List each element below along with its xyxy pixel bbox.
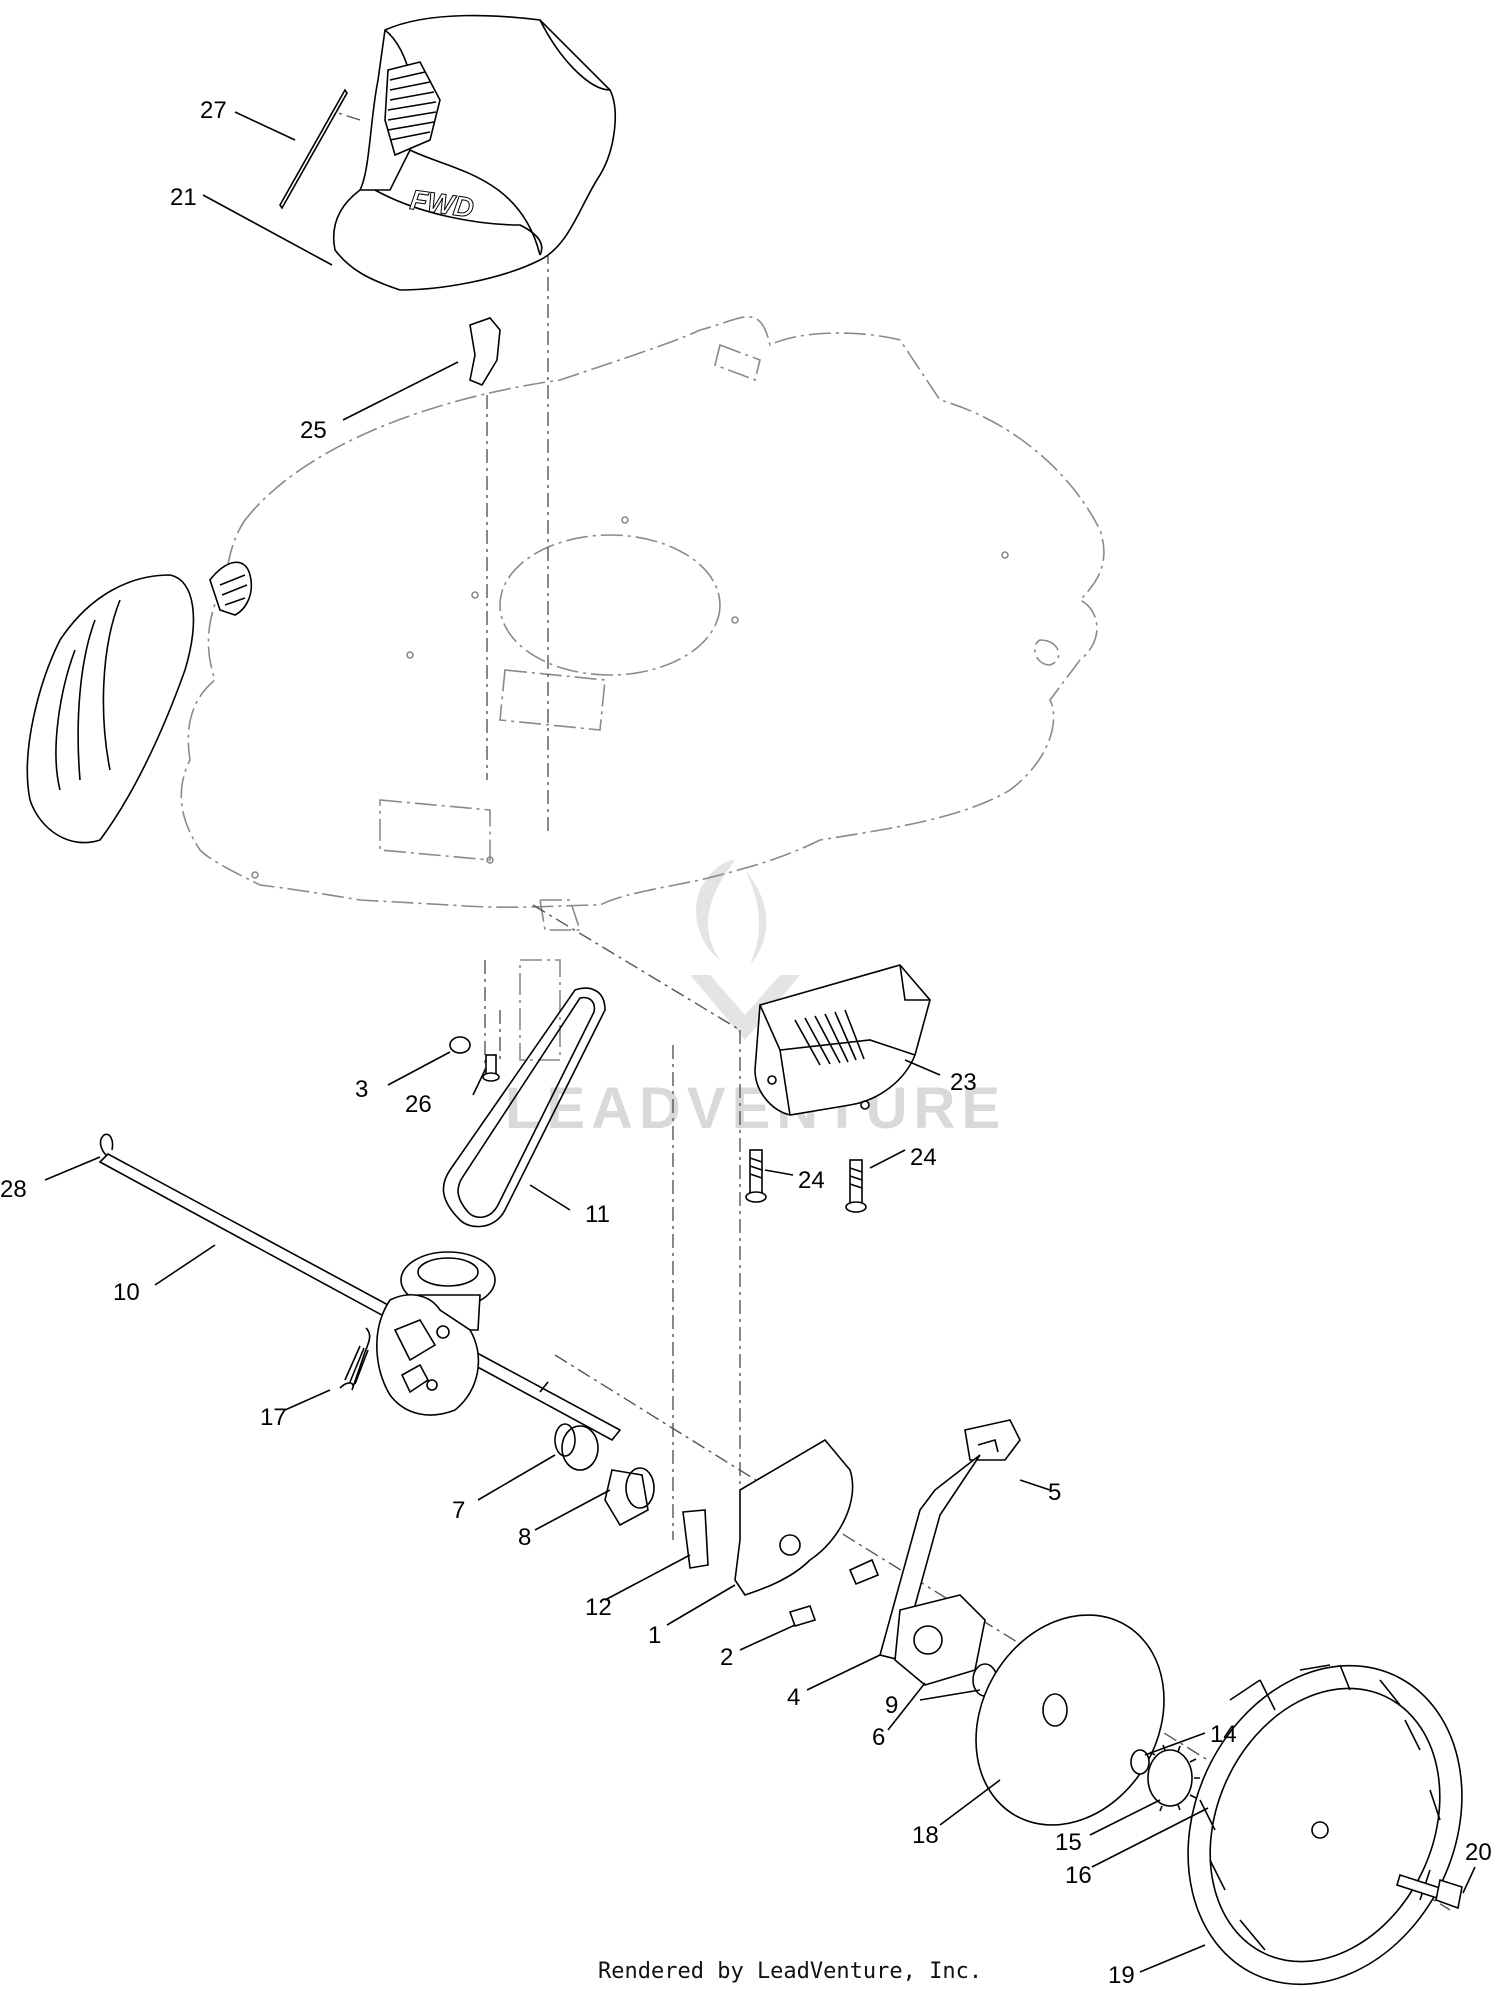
part-1-guard-plate <box>734 1438 854 1596</box>
callout-12: 12 <box>585 1594 612 1621</box>
part-19-wheel <box>1187 1664 1463 1986</box>
callout-7: 7 <box>452 1497 465 1524</box>
callout-25: 25 <box>300 417 327 444</box>
part-14-washer <box>1130 1749 1150 1775</box>
part-12-bracket <box>682 1509 709 1569</box>
part-21-top-cover: FWD <box>333 14 616 291</box>
part-8-sleeve <box>604 1467 655 1527</box>
callout-27: 27 <box>200 97 227 124</box>
footer-credit: Rendered by LeadVenture, Inc. <box>598 1959 982 1984</box>
part-5-lever-knob <box>964 1419 1021 1461</box>
callout-14: 14 <box>1210 1721 1237 1748</box>
callout-6: 6 <box>872 1724 885 1751</box>
callout-24-left: 24 <box>798 1167 825 1194</box>
callout-21: 21 <box>170 184 197 211</box>
part-24-screw-right <box>845 1159 867 1213</box>
part-25-clip <box>469 317 501 387</box>
part-17-spring <box>339 1327 371 1391</box>
callout-9: 9 <box>885 1692 898 1719</box>
part-27-decal <box>279 88 348 210</box>
part-26-screw <box>482 1054 500 1082</box>
part-10-axle <box>98 1153 622 1442</box>
part-28-pin <box>99 1133 114 1158</box>
part-24-screw-left <box>745 1149 767 1203</box>
callout-16: 16 <box>1065 1862 1092 1889</box>
part-6-pivot-block <box>894 1594 986 1686</box>
part-23-bracket <box>754 964 931 1116</box>
callout-11: 11 <box>585 1201 610 1228</box>
callout-17: 17 <box>260 1404 287 1431</box>
mower-deck-phantom <box>180 316 1105 1061</box>
callout-18: 18 <box>912 1822 939 1849</box>
callout-labels: 27 21 25 23 3 26 28 11 24 24 10 17 7 8 5… <box>0 97 1492 1989</box>
callout-2: 2 <box>720 1644 733 1671</box>
transmission-assembly <box>376 1251 496 1416</box>
part-7-bushing <box>554 1423 599 1471</box>
watermark-text: LEADVENTURE <box>505 1076 1006 1141</box>
watermark-v-icon <box>690 975 800 1040</box>
callout-28: 28 <box>0 1176 27 1203</box>
watermark: LEADVENTURE <box>505 860 1006 1141</box>
callout-23: 23 <box>950 1069 977 1096</box>
callout-4: 4 <box>787 1684 800 1711</box>
watermark-flame-icon <box>696 860 767 965</box>
part-20-bolt <box>1396 1873 1463 1910</box>
callout-24-right: 24 <box>910 1144 937 1171</box>
callout-19: 19 <box>1108 1962 1135 1989</box>
part-2-bolt <box>788 1558 880 1627</box>
leader-lines <box>44 111 1476 1973</box>
callout-26: 26 <box>405 1091 432 1118</box>
callout-10: 10 <box>113 1279 140 1306</box>
callout-5: 5 <box>1048 1479 1061 1506</box>
cover-grille <box>387 71 437 141</box>
part-15-gear <box>1147 1744 1200 1812</box>
callout-8: 8 <box>518 1524 531 1551</box>
callout-15: 15 <box>1055 1829 1082 1856</box>
rear-wheel <box>26 561 253 844</box>
callout-20: 20 <box>1465 1839 1492 1866</box>
callout-3: 3 <box>355 1076 368 1103</box>
part-3-spacer <box>449 1036 471 1054</box>
callout-1: 1 <box>648 1622 661 1649</box>
part-11-belt <box>442 987 606 1228</box>
